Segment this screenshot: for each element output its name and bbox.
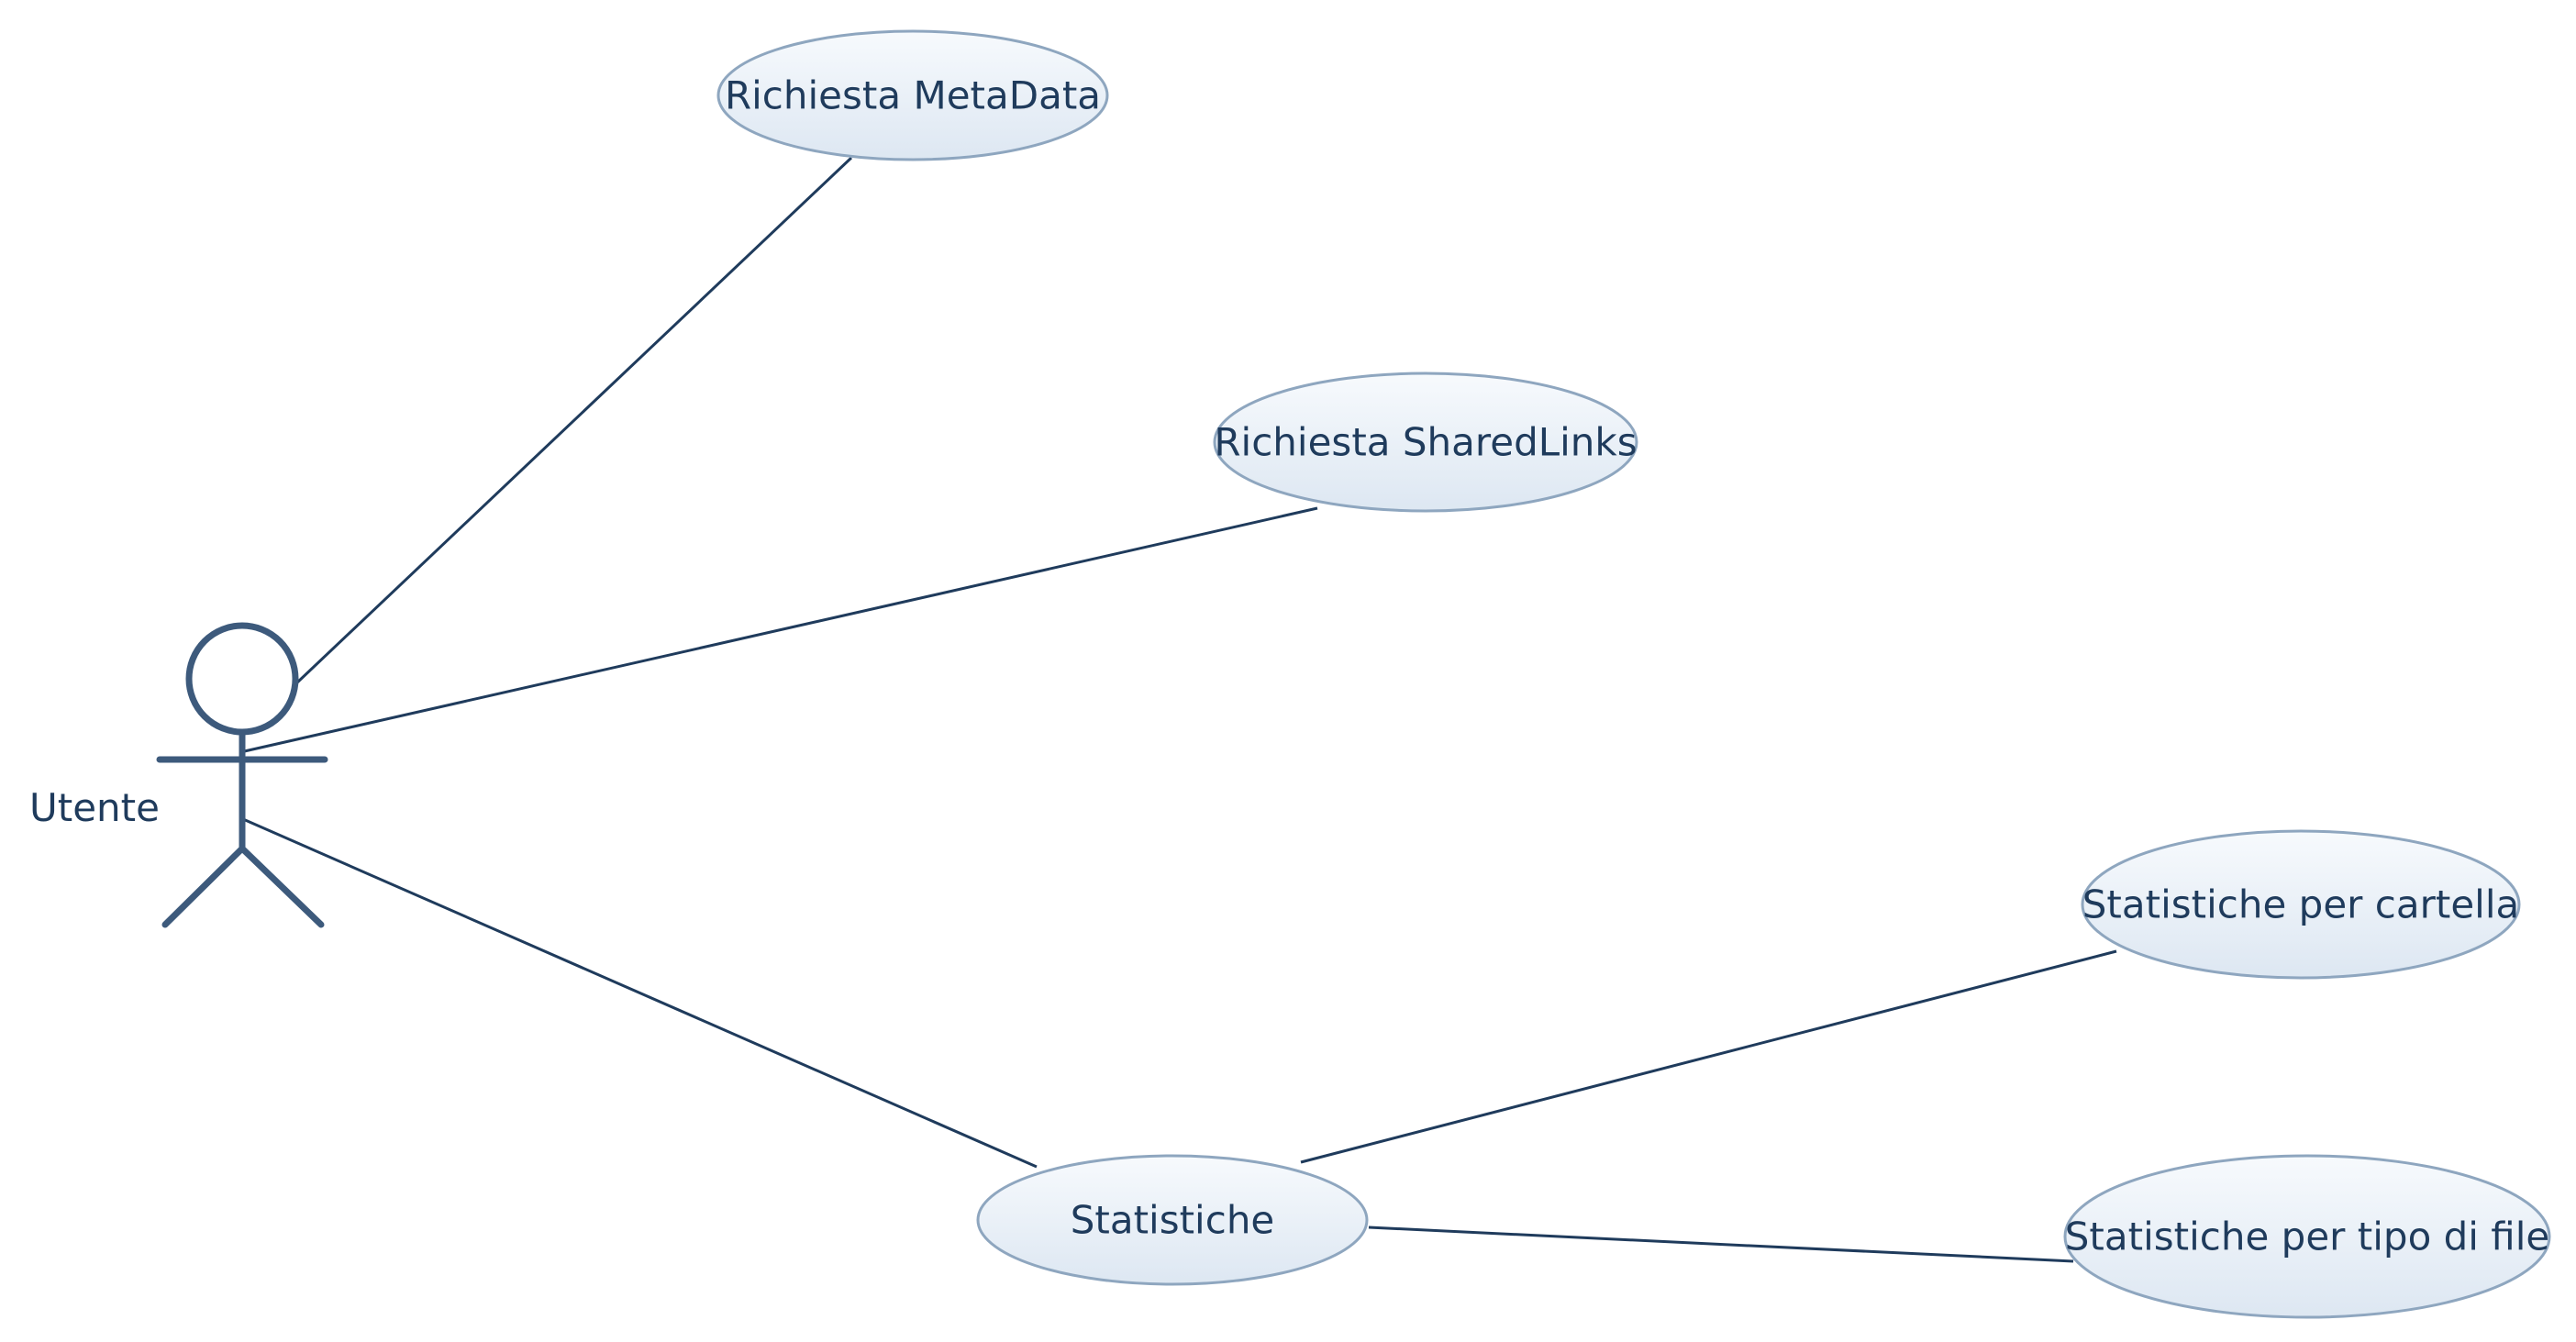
association-statistiche-tipofile	[1368, 1226, 2074, 1263]
use-case-statistiche-per-tipo-file[interactable]: Statistiche per tipo di file	[2063, 1154, 2551, 1319]
use-case-statistiche-per-cartella[interactable]: Statistiche per cartella	[2081, 829, 2521, 980]
association-utente-metadata	[294, 156, 853, 685]
use-case-metadata[interactable]: Richiesta MetaData	[716, 29, 1109, 161]
use-case-label: Richiesta SharedLinks	[1214, 420, 1637, 465]
actor-label: Utente	[29, 785, 160, 830]
association-utente-statistiche	[242, 817, 1038, 1169]
actor-left-leg	[161, 845, 246, 928]
use-case-ellipse	[1213, 372, 1638, 513]
use-case-label: Richiesta MetaData	[725, 73, 1101, 118]
use-case-sharedlinks[interactable]: Richiesta SharedLinks	[1213, 372, 1638, 513]
association-statistiche-cartella	[1300, 949, 2117, 1164]
use-case-label: Statistiche	[1071, 1198, 1275, 1243]
actor-utente[interactable]: Utente	[29, 622, 328, 928]
use-case-ellipse	[716, 29, 1109, 161]
use-case-label: Statistiche per cartella	[2082, 882, 2520, 927]
association-utente-sharedlinks	[239, 506, 1318, 754]
actor-right-leg	[239, 845, 325, 928]
use-case-ellipse	[2063, 1154, 2551, 1319]
use-case-ellipse	[2081, 829, 2521, 980]
actor-head	[185, 622, 299, 736]
use-case-label: Statistiche per tipo di file	[2065, 1214, 2550, 1259]
use-case-ellipse	[976, 1154, 1369, 1286]
use-case-statistiche[interactable]: Statistiche	[976, 1154, 1369, 1286]
